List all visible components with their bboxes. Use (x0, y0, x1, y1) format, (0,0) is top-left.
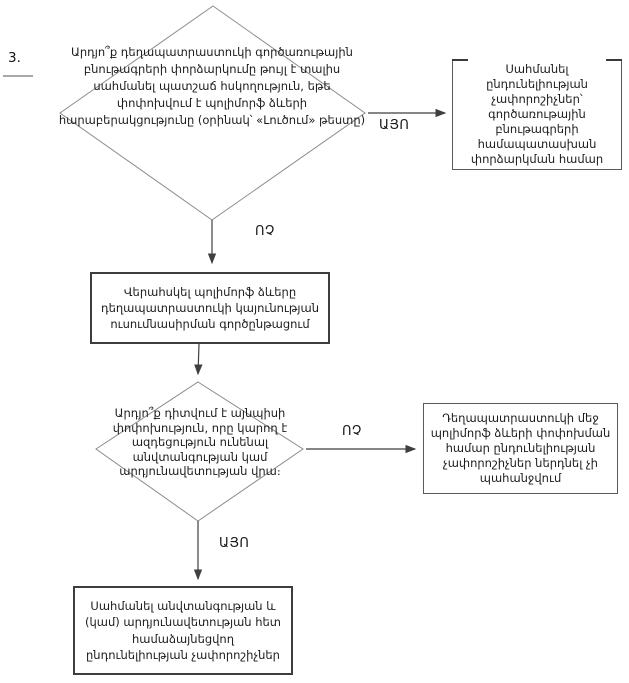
arrow-monitor-to-decision2 (194, 343, 203, 376)
edge-label-no-2: ՈՉ (342, 424, 362, 439)
step-number-label: 3. (8, 50, 21, 66)
process-box-set-functional-criteria: Սահմանել ընդունելիության չափորոշիչներ՝ գ… (452, 59, 622, 170)
decision-2-text: Արդյո՞ք դիտվում է այնպիսի փոփոխություն, … (112, 406, 288, 478)
process-box-monitor-stability: Վերահսկել պոլիմորֆ ձևերը դեղապատրաստուկի… (90, 272, 330, 344)
process-box-set-safety-criteria-text: Սահմանել անվտանգության և (կամ) արդյունավ… (84, 598, 282, 663)
process-box-set-safety-criteria: Սահմանել անվտանգության և (կամ) արդյունավ… (73, 586, 293, 675)
process-box-no-criteria-needed: Դեղապատրաստուկի մեջ պոլիմորֆ ձևերի փոփոխ… (423, 403, 618, 494)
process-box-no-criteria-needed-text: Դեղապատրաստուկի մեջ պոլիմորֆ ձևերի փոփոխ… (430, 411, 611, 485)
process-box-set-functional-criteria-text: Սահմանել ընդունելիության չափորոշիչներ՝ գ… (470, 61, 604, 166)
decision-1-text: Արդյո՞ք դեղապատրաստուկի գործառութային բն… (58, 45, 366, 127)
edge-label-yes-1: ԱՅՈ (379, 118, 410, 133)
edge-label-no-1: ՈՉ (255, 224, 275, 239)
process-box-monitor-stability-text: Վերահսկել պոլիմորֆ ձևերը դեղապատրաստուկի… (100, 285, 320, 331)
edge-label-yes-2: ԱՅՈ (219, 536, 250, 551)
